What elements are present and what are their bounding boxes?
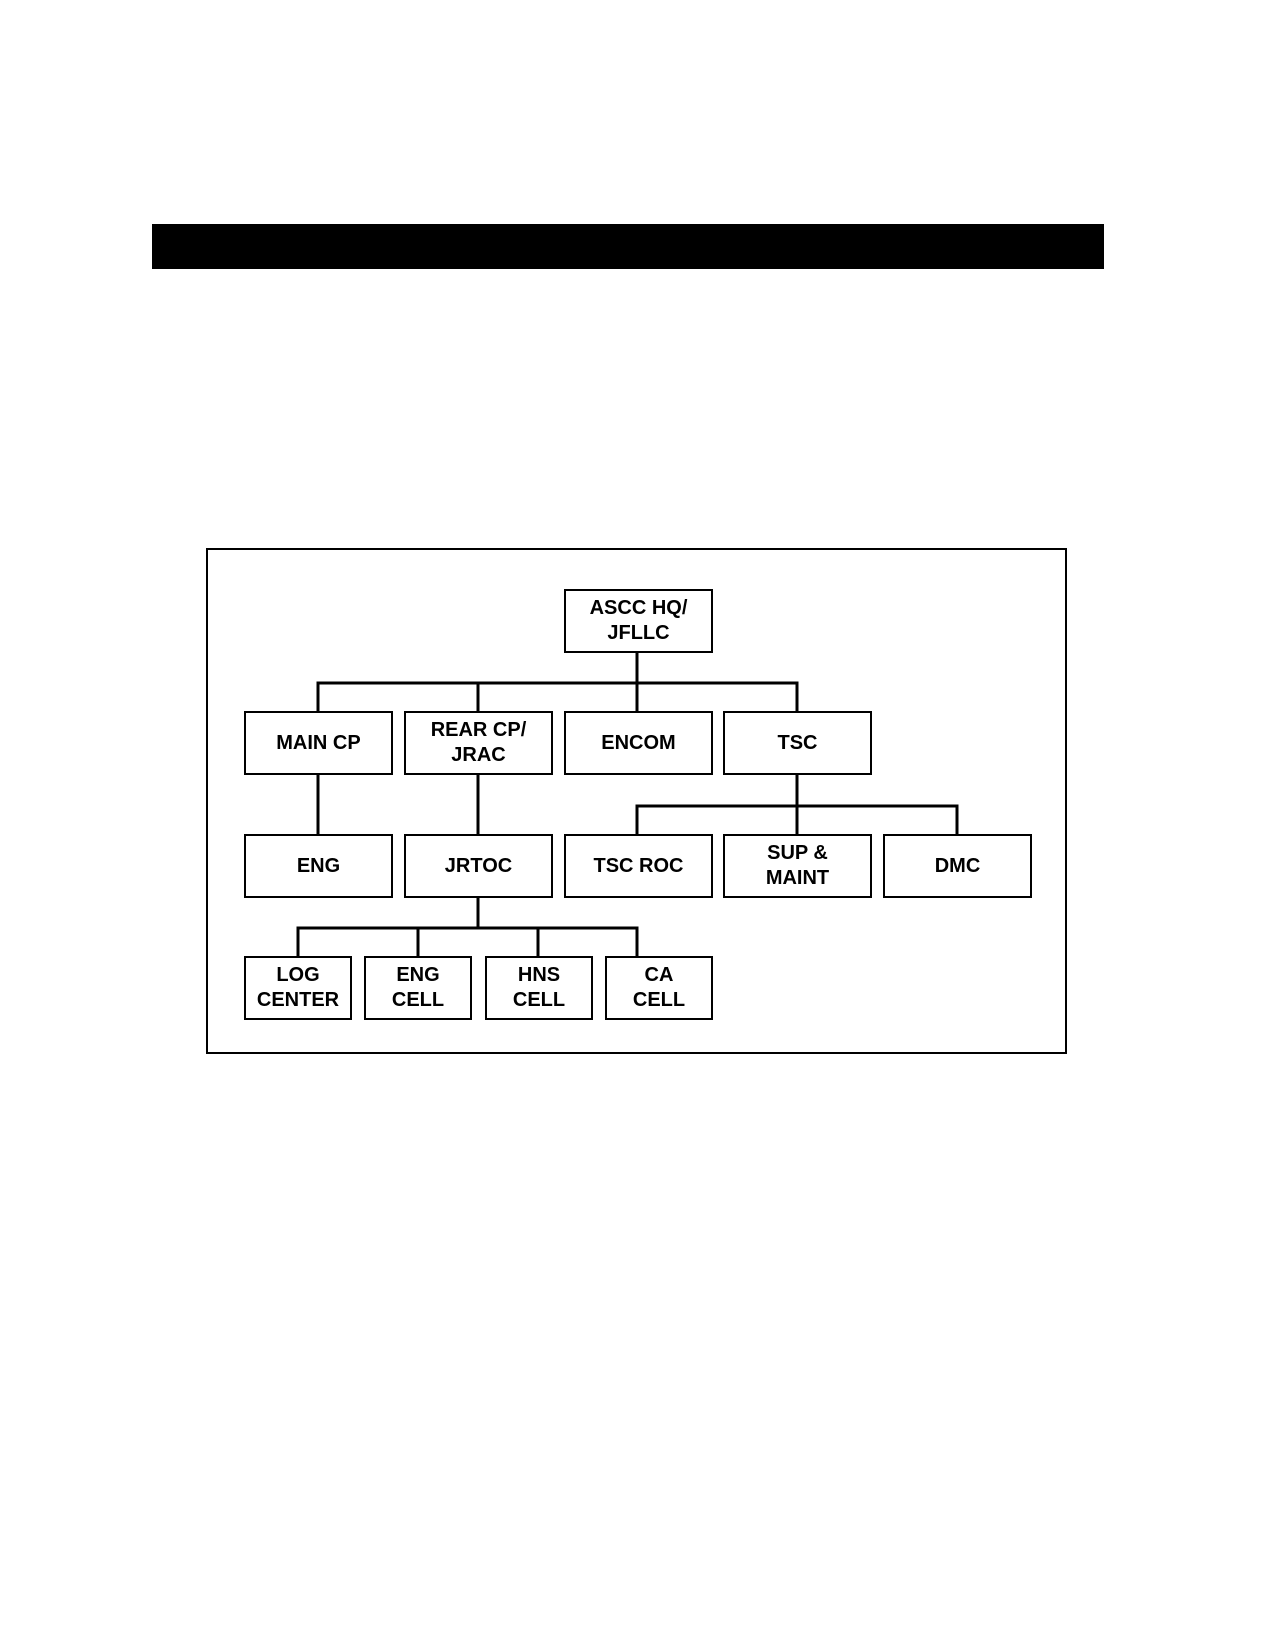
header-bar [152,224,1104,269]
node-ascc-hq-label: ASCC HQ/ JFLLC [589,597,688,644]
node-ca-cell: CA CELL [605,956,713,1020]
node-tsc-label: TSC [777,731,818,754]
node-dmc: DMC [883,834,1032,898]
node-log-center: LOG CENTER [244,956,352,1020]
node-eng-cell-label: ENG CELL [391,964,445,1011]
node-log-center-label: LOG CENTER [256,964,340,1011]
node-tsc-roc: TSC ROC [564,834,713,898]
node-rear-cp-label: REAR CP/ JRAC [430,719,527,766]
node-encom-label: ENCOM [601,731,676,754]
node-eng-cell: ENG CELL [364,956,472,1020]
node-dmc-label: DMC [934,854,981,877]
node-sup-maint: SUP & MAINT [723,834,872,898]
node-tsc-roc-label: TSC ROC [593,854,684,877]
node-ascc-hq: ASCC HQ/ JFLLC [564,589,713,653]
node-eng: ENG [244,834,393,898]
node-jrtoc-label: JRTOC [444,854,513,877]
node-main-cp: MAIN CP [244,711,393,775]
node-sup-maint-label: SUP & MAINT [765,842,830,889]
node-tsc: TSC [723,711,872,775]
node-eng-label: ENG [296,854,341,877]
node-hns-cell-label: HNS CELL [512,964,566,1011]
node-main-cp-label: MAIN CP [276,731,361,754]
node-hns-cell: HNS CELL [485,956,593,1020]
node-ca-cell-label: CA CELL [632,964,686,1011]
node-encom: ENCOM [564,711,713,775]
node-jrtoc: JRTOC [404,834,553,898]
node-rear-cp: REAR CP/ JRAC [404,711,553,775]
